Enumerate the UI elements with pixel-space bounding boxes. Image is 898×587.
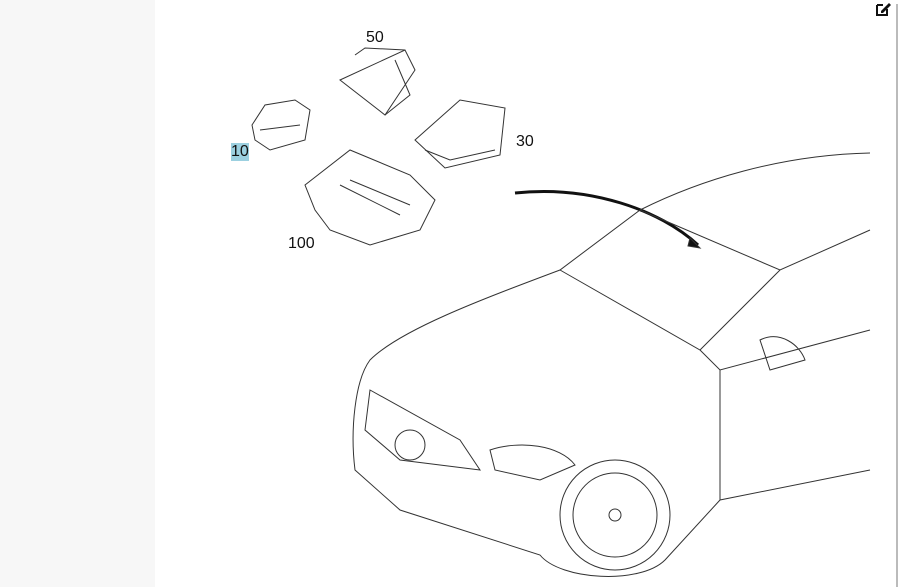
part-10-drawing xyxy=(251,99,311,151)
parts-diagram xyxy=(155,0,873,587)
car-drawing xyxy=(352,152,871,577)
callout-10[interactable]: 10 xyxy=(231,143,249,161)
arrow xyxy=(514,190,700,247)
left-margin xyxy=(0,0,155,587)
callout-100[interactable]: 100 xyxy=(288,235,315,252)
part-50-drawing xyxy=(339,47,416,116)
callout-50[interactable]: 50 xyxy=(366,29,384,46)
callout-30[interactable]: 30 xyxy=(516,133,534,150)
scrollbar[interactable] xyxy=(896,4,898,587)
diagram-drawing xyxy=(251,47,871,577)
part-30-drawing xyxy=(414,99,506,169)
part-100-drawing xyxy=(304,149,436,246)
edit-icon[interactable] xyxy=(874,0,892,18)
